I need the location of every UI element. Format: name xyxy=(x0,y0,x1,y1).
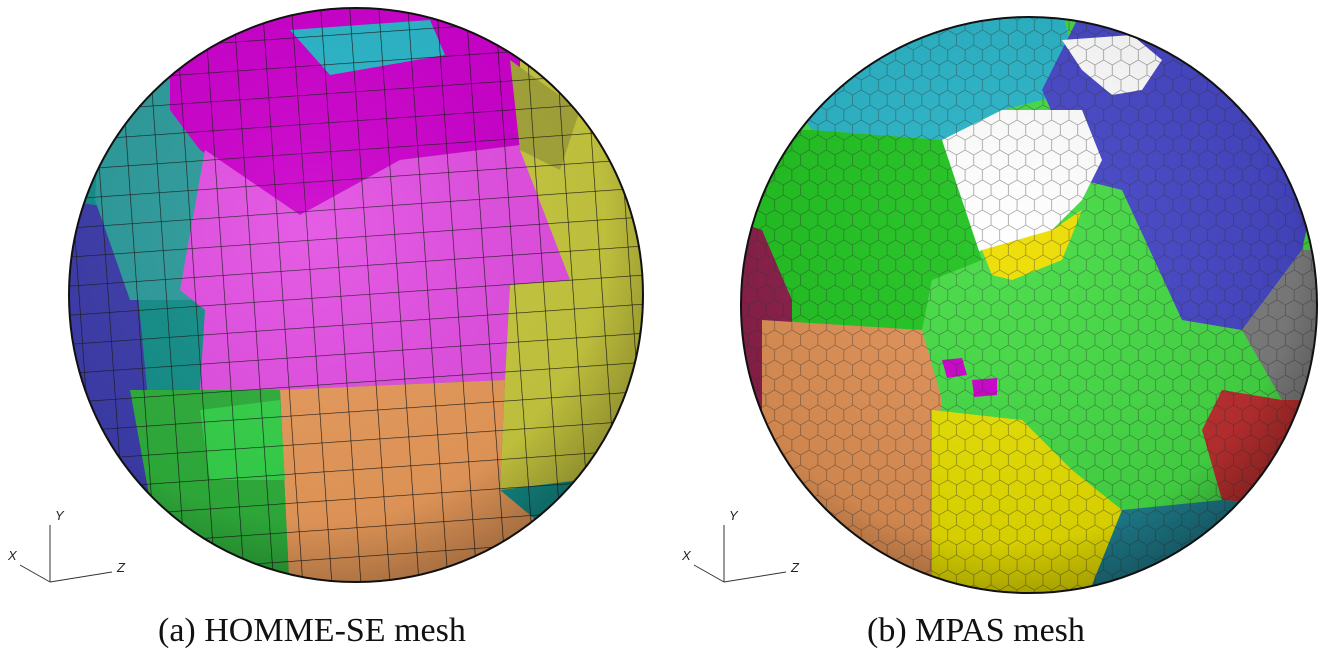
mpas-sphere-figure: Y Z X xyxy=(681,16,1318,594)
mpas-mesh xyxy=(741,17,1317,593)
axis-triad-a xyxy=(19,525,113,583)
homme-se-sphere-figure: Y Z X xyxy=(7,7,644,583)
panel-homme-se: Y Z X (a) HOMME-SE mesh xyxy=(7,7,644,649)
axis-label-x: X xyxy=(7,548,18,563)
axis-label-z: Z xyxy=(116,560,126,575)
homme-se-mesh xyxy=(69,8,643,582)
panel-mpas: Y Z X (b) MPAS mesh xyxy=(662,0,1324,654)
axis-label-y: Y xyxy=(729,508,739,523)
caption-homme-se: (a) HOMME-SE mesh xyxy=(158,612,466,649)
caption-mpas: (b) MPAS mesh xyxy=(867,612,1085,649)
axis-label-z: Z xyxy=(790,560,800,575)
axis-label-x: X xyxy=(681,548,692,563)
axis-triad-b xyxy=(693,525,787,583)
axis-label-y: Y xyxy=(55,508,65,523)
